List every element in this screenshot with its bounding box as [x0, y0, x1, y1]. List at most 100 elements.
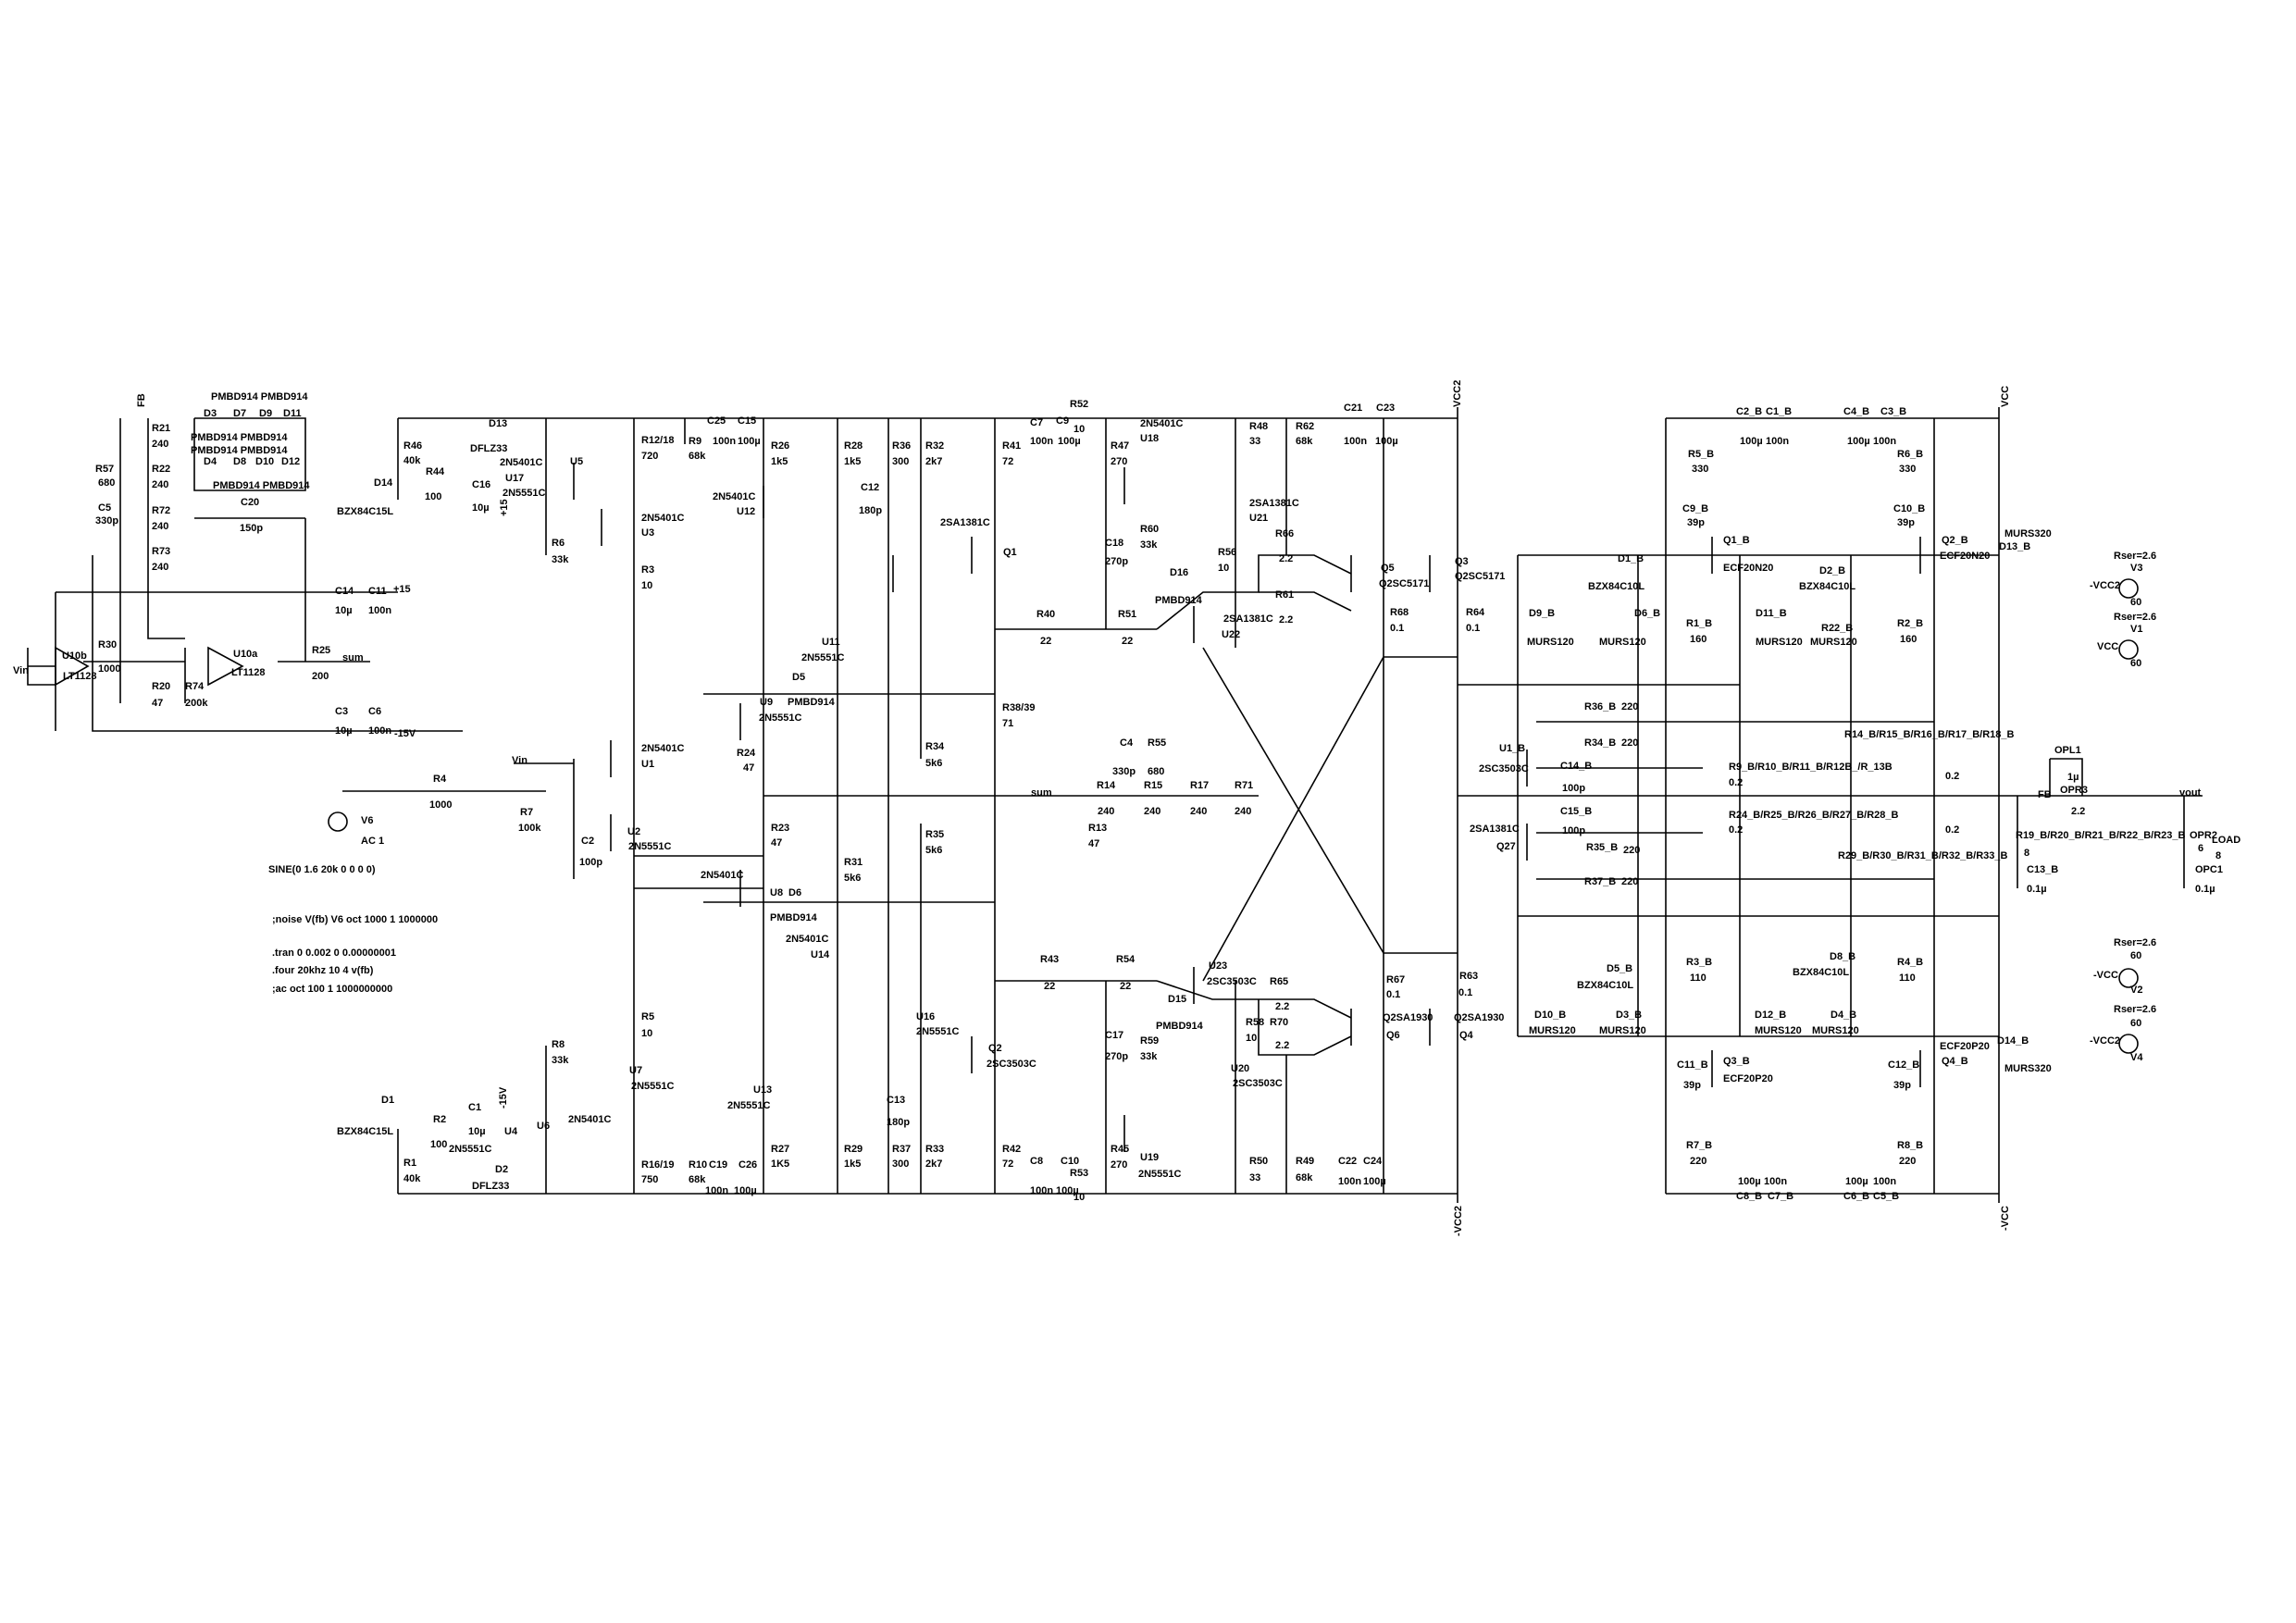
- schematic-label: R51: [1118, 609, 1136, 620]
- schematic-label: MURS320: [2004, 528, 2052, 539]
- schematic-label: C26: [738, 1159, 757, 1171]
- schematic-label: 2SC3503C: [1233, 1078, 1283, 1089]
- schematic-label: 2.2: [2071, 806, 2085, 817]
- schematic-label: 0.2: [1729, 777, 1743, 788]
- schematic-label: 240: [152, 562, 168, 573]
- schematic-label: R35: [925, 829, 944, 840]
- schematic-label: 100n: [1338, 1176, 1361, 1187]
- schematic-label: 0.2: [1729, 824, 1743, 836]
- schematic-label: C3_B: [1880, 406, 1906, 417]
- schematic-label: R24: [737, 748, 756, 759]
- schematic-label: 330: [1899, 464, 1916, 475]
- schematic-label: 47: [152, 698, 163, 709]
- schematic-label: 2SC3503C: [987, 1059, 1036, 1070]
- schematic-label: 39p: [1687, 517, 1705, 528]
- schematic-label: U4: [504, 1126, 518, 1137]
- schematic-label: 39p: [1897, 517, 1915, 528]
- schematic-label: C7: [1030, 417, 1043, 428]
- schematic-label: R29_B/R30_B/R31_B/R32_B/R33_B: [1838, 850, 2007, 861]
- schematic-label: 100p: [1562, 783, 1585, 794]
- schematic-label: -VCC2: [2090, 580, 2120, 591]
- schematic-label: 240: [152, 521, 168, 532]
- schematic-label: U8: [770, 887, 783, 898]
- schematic-label: -15V: [498, 1086, 509, 1109]
- schematic-label: 8: [2024, 848, 2029, 859]
- schematic-label: 270p: [1105, 556, 1128, 567]
- schematic-label: R42: [1002, 1144, 1021, 1155]
- schematic-label: 22: [1122, 636, 1133, 647]
- schematic-label: 2.2: [1275, 1040, 1289, 1051]
- schematic-label: OPC1: [2195, 864, 2223, 875]
- schematic-label: Q1_B: [1723, 535, 1750, 546]
- schematic-label: V6: [361, 815, 373, 826]
- schematic-label: 100k: [518, 823, 541, 834]
- schematic-label: C9: [1056, 415, 1069, 427]
- schematic-label: sum: [342, 652, 364, 663]
- schematic-label: PMBD914 PMBD914: [191, 445, 288, 456]
- schematic-label: 2SA1381C: [1249, 498, 1299, 509]
- schematic-label: 10: [1218, 563, 1229, 574]
- schematic-label: 680: [98, 477, 115, 489]
- schematic-label: C20: [241, 497, 259, 508]
- schematic-label: D11_B: [1756, 608, 1787, 619]
- schematic-label: 60: [2130, 597, 2141, 608]
- schematic-label: R30: [98, 639, 117, 650]
- schematic-label: 2N5401C: [1140, 418, 1184, 429]
- schematic-label: MURS320: [2004, 1063, 2052, 1074]
- schematic-label: AC 1: [361, 836, 384, 847]
- schematic-label: 33: [1249, 1172, 1260, 1183]
- schematic-label: D16: [1170, 567, 1188, 578]
- schematic-label: U16: [916, 1011, 935, 1022]
- schematic-label: C4: [1120, 737, 1134, 749]
- schematic-label: ECF20P20: [1723, 1073, 1773, 1084]
- schematic-label: 2.2: [1279, 614, 1293, 626]
- schematic-label: 71: [1002, 718, 1013, 729]
- schematic-label: 750: [641, 1174, 658, 1185]
- schematic-label: R29: [844, 1144, 863, 1155]
- schematic-label: PMBD914: [1156, 1021, 1204, 1032]
- schematic-label: 40k: [403, 455, 421, 466]
- schematic-label: C15_B: [1560, 806, 1592, 817]
- schematic-label: PMBD914: [770, 912, 818, 923]
- schematic-label: C1_B: [1766, 406, 1792, 417]
- schematic-label: R38/39: [1002, 702, 1035, 713]
- schematic-label: R67: [1386, 974, 1405, 985]
- schematic-label: R41: [1002, 440, 1021, 452]
- schematic-label: 270: [1111, 1159, 1127, 1171]
- schematic-label: MURS120: [1756, 637, 1803, 648]
- schematic-label: C2_B: [1736, 406, 1762, 417]
- schematic-label: 100n: [1766, 436, 1789, 447]
- schematic-label: 0.1: [1390, 623, 1404, 634]
- schematic-label: 2N5551C: [631, 1081, 675, 1092]
- schematic-label: 2N5551C: [628, 841, 672, 852]
- schematic-label: 2k7: [925, 456, 942, 467]
- schematic-label: MURS120: [1755, 1025, 1802, 1036]
- schematic-label: R28: [844, 440, 863, 452]
- schematic-label: 10: [1074, 1192, 1085, 1203]
- schematic-label: BZX84C15L: [337, 1126, 393, 1137]
- schematic-label: C13: [887, 1095, 905, 1106]
- schematic-label: R64: [1466, 607, 1485, 618]
- schematic-label: 2N5401C: [713, 491, 756, 502]
- schematic-label: 220: [1621, 701, 1638, 712]
- schematic-label: 10: [1074, 424, 1085, 435]
- schematic-label: 1000: [98, 663, 120, 675]
- schematic-label: R40: [1036, 609, 1055, 620]
- schematic-label: 100µ: [1738, 1176, 1761, 1187]
- schematic-label: 1K5: [771, 1158, 789, 1170]
- schematic-label: U12: [737, 506, 755, 517]
- schematic-label: C25: [707, 415, 726, 427]
- schematic-label: 110: [1690, 973, 1706, 984]
- schematic-label: MURS120: [1529, 1025, 1576, 1036]
- schematic-label: ;noise V(fb) V6 oct 1000 1 1000000: [272, 914, 438, 925]
- schematic-label: 0.1: [1458, 987, 1472, 998]
- schematic-label: R65: [1270, 976, 1288, 987]
- schematic-label: FB: [136, 393, 147, 407]
- schematic-label: R63: [1459, 971, 1478, 982]
- schematic-label: D1: [381, 1095, 394, 1106]
- schematic-label: C7_B: [1768, 1191, 1793, 1202]
- schematic-label: MURS120: [1810, 637, 1857, 648]
- schematic-label: 2N5401C: [786, 934, 829, 945]
- schematic-label: 240: [152, 439, 168, 450]
- schematic-label: U5: [570, 456, 583, 467]
